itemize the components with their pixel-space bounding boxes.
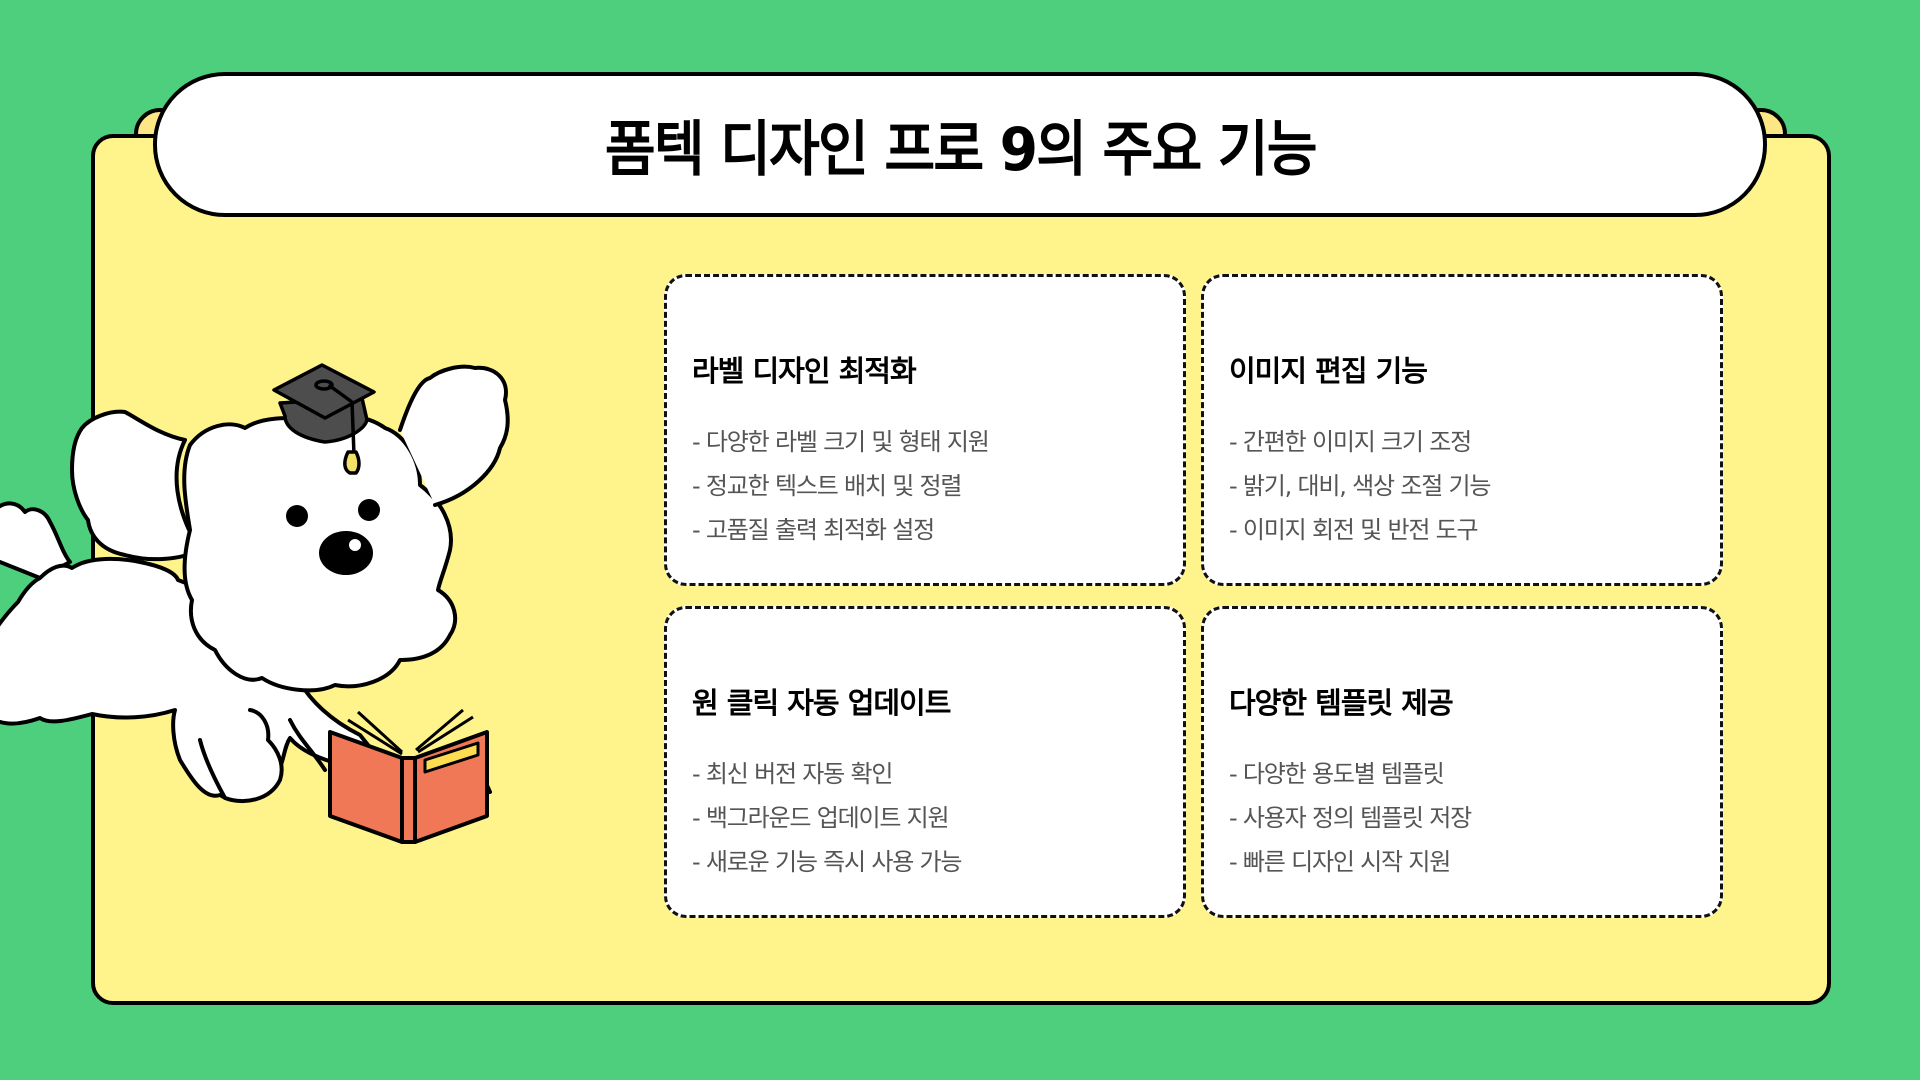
feature-list: - 다양한 용도별 템플릿 - 사용자 정의 템플릿 저장 - 빠른 디자인 시… [1229,752,1720,884]
feature-card-image-editing: 이미지 편집 기능 - 간편한 이미지 크기 조정 - 밝기, 대비, 색상 조… [1201,274,1723,586]
feature-item: - 최신 버전 자동 확인 [692,760,893,788]
feature-item: - 밝기, 대비, 색상 조절 기능 [1229,472,1491,500]
feature-card-title: 다양한 템플릿 제공 [1229,686,1454,720]
book-icon [328,708,492,844]
graduation-cap-icon [272,363,376,475]
feature-list: - 다양한 라벨 크기 및 형태 지원 - 정교한 텍스트 배치 및 정렬 - … [692,420,1183,552]
feature-list: - 최신 버전 자동 확인 - 백그라운드 업데이트 지원 - 새로운 기능 즉… [692,752,1183,884]
feature-card-title: 원 클릭 자동 업데이트 [692,686,951,720]
feature-card-templates: 다양한 템플릿 제공 - 다양한 용도별 템플릿 - 사용자 정의 템플릿 저장… [1201,606,1723,918]
feature-item: - 고품질 출력 최적화 설정 [692,516,935,544]
feature-item: - 새로운 기능 즉시 사용 가능 [692,848,962,876]
right-eye [358,499,380,521]
feature-item: - 다양한 라벨 크기 및 형태 지원 [692,428,990,456]
feature-card-auto-update: 원 클릭 자동 업데이트 - 최신 버전 자동 확인 - 백그라운드 업데이트 … [664,606,1186,918]
feature-item: - 백그라운드 업데이트 지원 [692,804,950,832]
feature-item: - 빠른 디자인 시작 지원 [1229,848,1451,876]
feature-item: - 이미지 회전 및 반전 도구 [1229,516,1479,544]
feature-item: - 정교한 텍스트 배치 및 정렬 [692,472,962,500]
feature-card-title: 라벨 디자인 최적화 [692,354,917,388]
page-title: 폼텍 디자인 프로 9의 주요 기능 [604,115,1318,185]
title-banner: 폼텍 디자인 프로 9의 주요 기능 [153,72,1767,217]
left-eye [286,505,308,527]
feature-item: - 간편한 이미지 크기 조정 [1229,428,1472,456]
feature-card-label-design: 라벨 디자인 최적화 - 다양한 라벨 크기 및 형태 지원 - 정교한 텍스트… [664,274,1186,586]
feature-item: - 사용자 정의 템플릿 저장 [1229,804,1472,832]
dog-illustration [0,363,510,844]
feature-list: - 간편한 이미지 크기 조정 - 밝기, 대비, 색상 조절 기능 - 이미지… [1229,420,1720,552]
feature-item: - 다양한 용도별 템플릿 [1229,760,1445,788]
feature-card-title: 이미지 편집 기능 [1229,354,1428,388]
nose [319,531,373,575]
